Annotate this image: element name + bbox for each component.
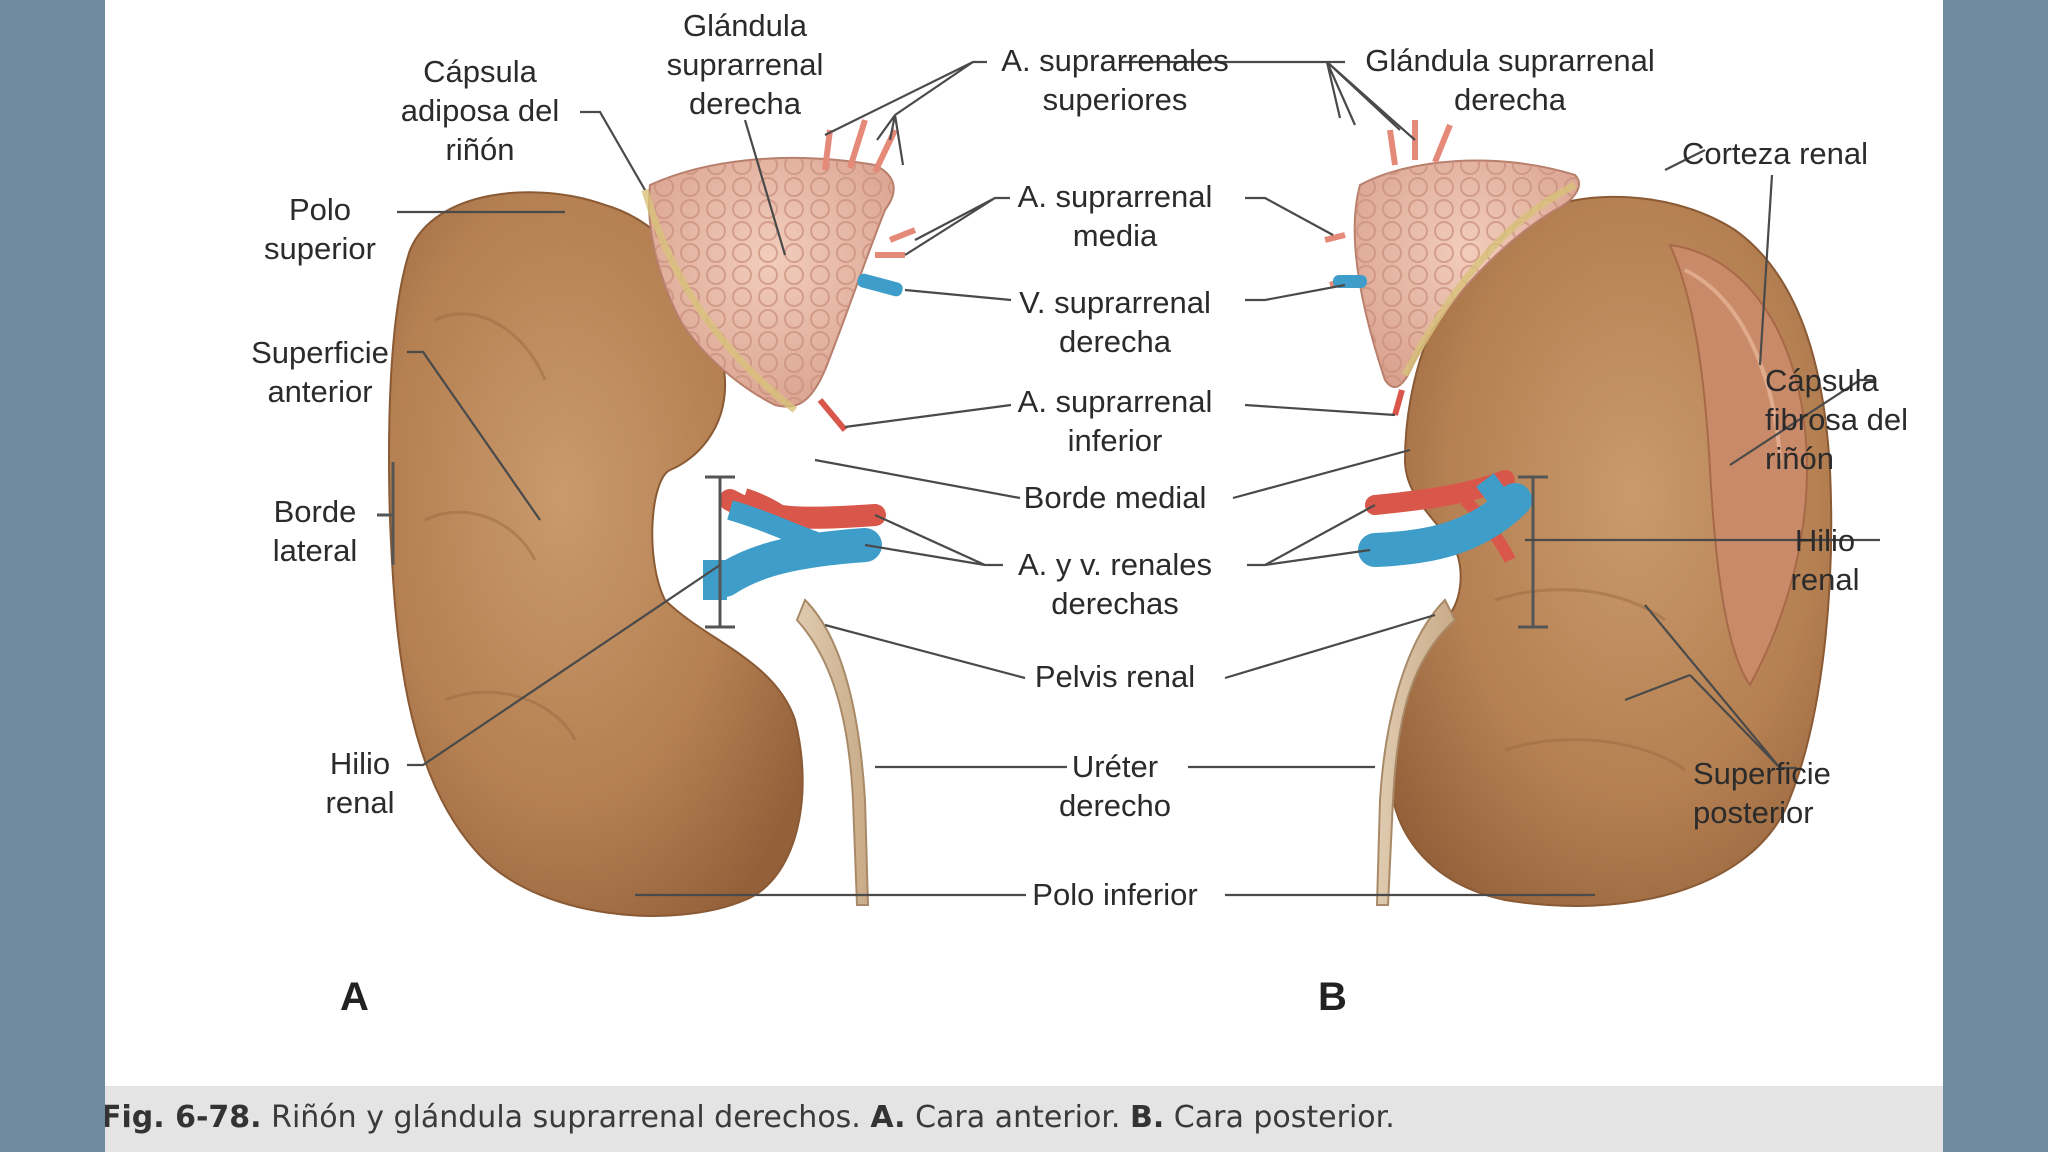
leader-lines — [397, 60, 1880, 897]
label-polo-superior: Polo superior — [264, 192, 376, 266]
label-a-v-renales-derechas: A. y v. renales derechas — [1017, 547, 1213, 621]
caption-text: Riñón y glándula suprarrenal derechos. — [261, 1100, 871, 1135]
label-polo-inferior: Polo inferior — [1032, 877, 1198, 912]
panel-label-a: A — [340, 975, 369, 1019]
kidney-anterior — [388, 119, 917, 917]
label-capsula-adiposa: Cápsula adiposa del riñón — [400, 54, 560, 167]
label-hilio-renal-a: Hilio renal — [325, 746, 395, 820]
label-glandula-suprarrenal-a: Glándula suprarrenal derecha — [666, 8, 824, 121]
label-a-suprarrenales-superiores: A. suprarrenales superiores — [1001, 43, 1229, 117]
caption-bar — [105, 1086, 1943, 1152]
kidney-posterior — [1324, 120, 1833, 907]
caption-b-key: B. — [1129, 1100, 1165, 1135]
caption-fig-number: Fig. 6-78. — [105, 1100, 262, 1135]
label-pelvis-renal: Pelvis renal — [1034, 659, 1196, 694]
label-hilio-renal-b: Hilio renal — [1790, 523, 1860, 597]
figure-page: Glándula suprarrenal derecha Cápsula adi… — [105, 0, 1943, 1152]
label-ureter-derecho: Uréter derecho — [1058, 749, 1172, 823]
label-superficie-anterior: Superficie anterior — [251, 335, 389, 409]
label-a-suprarrenal-media: A. suprarrenal media — [1017, 179, 1213, 253]
panel-label-b: B — [1318, 975, 1347, 1019]
label-borde-medial: Borde medial — [1023, 480, 1207, 515]
figure-caption: Fig. 6-78. Riñón y glándula suprarrenal … — [105, 1100, 1395, 1135]
label-borde-lateral: Borde lateral — [272, 494, 358, 568]
label-corteza-renal: Corteza renal — [1681, 136, 1869, 171]
label-superficie-posterior: Superficie posterior — [1693, 756, 1831, 830]
label-v-suprarrenal-derecha: V. suprarrenal derecha — [1019, 285, 1211, 359]
label-a-suprarrenal-inferior: A. suprarrenal inferior — [1017, 384, 1213, 458]
hilium-brackets — [377, 462, 1548, 629]
label-capsula-fibrosa: Cápsula fibrosa del riñón — [1765, 363, 1909, 476]
label-glandula-suprarrenal-b: Glándula suprarrenal derecha — [1365, 43, 1655, 117]
caption-a-key: A. — [870, 1100, 906, 1135]
caption-a-text: Cara anterior. — [905, 1100, 1130, 1135]
kidney-illustration — [377, 60, 1880, 917]
caption-b-text: Cara posterior. — [1164, 1100, 1395, 1135]
